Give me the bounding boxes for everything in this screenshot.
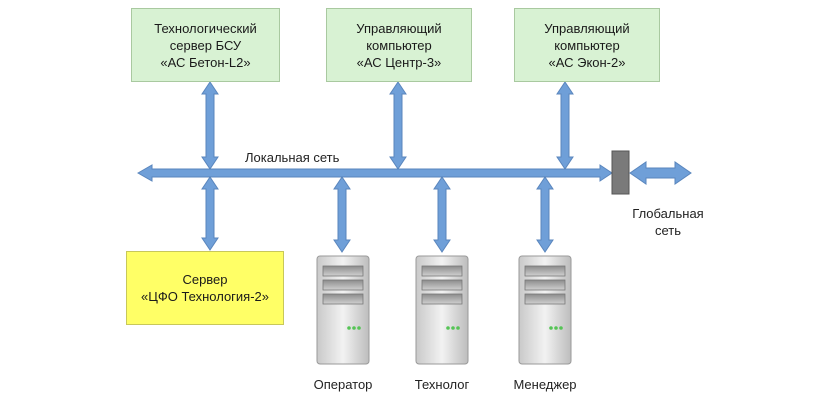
server-bsu-label: Технологический сервер БСУ «АС Бетон-L2» [154,20,257,70]
server-bsu-box: Технологический сервер БСУ «АС Бетон-L2» [131,8,280,82]
workstation-label-operator: Оператор [313,377,373,392]
gateway-block [611,150,630,195]
connector-manager [536,176,554,253]
server-tower-manager [518,255,572,365]
computer-ekon-box: Управляющий компьютер «АС Экон-2» [514,8,660,82]
connector-cfo [201,176,219,251]
global-network-label: Глобальная сеть [632,206,704,238]
connector-ekon [556,81,574,170]
local-network-label: Локальная сеть [245,150,340,165]
workstation-label-manager: Менеджер [513,377,577,392]
connector-centr [389,81,407,170]
server-cfo-box: Сервер «ЦФО Технология-2» [126,251,284,325]
global-network-arrow [629,161,692,185]
connector-bsu-top [201,81,219,170]
connector-technolog [433,176,451,253]
server-cfo-label: Сервер «ЦФО Технология-2» [140,272,270,304]
connector-operator [333,176,351,253]
computer-centr-label: Управляющий компьютер «АС Центр-3» [356,20,442,70]
computer-centr-box: Управляющий компьютер «АС Центр-3» [326,8,472,82]
server-tower-operator [316,255,370,365]
server-tower-technolog [415,255,469,365]
workstation-label-technolog: Технолог [414,377,470,392]
computer-ekon-label: Управляющий компьютер «АС Экон-2» [544,20,630,70]
